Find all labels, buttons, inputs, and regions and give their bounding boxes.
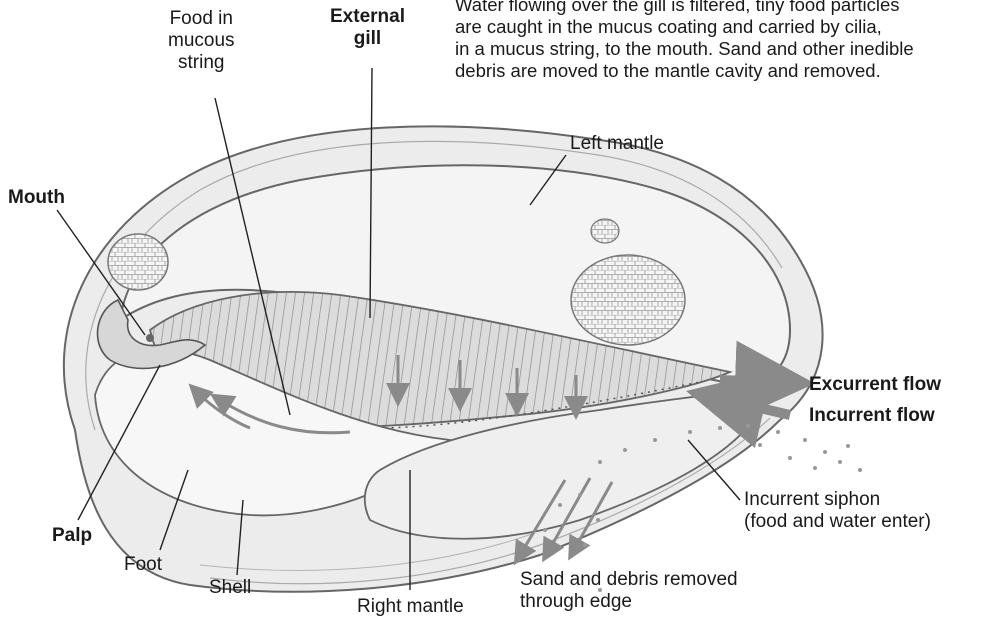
label-external-gill: External gill — [330, 6, 405, 50]
small-muscle-scar — [591, 219, 619, 243]
caption-line: Water flowing over the gill is filtered,… — [455, 0, 1000, 16]
caption-line: in a mucus string, to the mouth. Sand an… — [455, 38, 1000, 60]
label-shell: Shell — [209, 577, 251, 599]
label-line: External — [330, 6, 405, 28]
anterior-muscle-scar — [108, 234, 168, 290]
label-line: mucous — [168, 30, 235, 52]
label-left-mantle: Left mantle — [570, 133, 664, 155]
label-foot: Foot — [124, 554, 162, 576]
label-line: gill — [330, 28, 405, 50]
mouth-opening — [146, 334, 154, 342]
label-mouth: Mouth — [8, 187, 65, 209]
label-sand-debris: Sand and debris removed through edge — [520, 569, 738, 613]
caption-line: debris are moved to the mantle cavity an… — [455, 60, 1000, 82]
label-food-in-mucous-string: Food in mucous string — [168, 8, 235, 74]
label-line: through edge — [520, 591, 738, 613]
label-palp: Palp — [52, 525, 92, 547]
diagram-caption: Water flowing over the gill is filtered,… — [455, 0, 1000, 82]
label-right-mantle: Right mantle — [357, 596, 464, 618]
label-excurrent-flow: Excurrent flow — [809, 374, 941, 396]
label-incurrent-flow: Incurrent flow — [809, 405, 935, 427]
label-incurrent-siphon: Incurrent siphon (food and water enter) — [744, 489, 931, 533]
label-line: (food and water enter) — [744, 511, 931, 533]
label-line: Sand and debris removed — [520, 569, 738, 591]
posterior-muscle-scar — [571, 255, 685, 345]
label-line: string — [168, 52, 235, 74]
caption-line: are caught in the mucus coating and carr… — [455, 16, 1000, 38]
label-line: Incurrent siphon — [744, 489, 931, 511]
label-line: Food in — [168, 8, 235, 30]
